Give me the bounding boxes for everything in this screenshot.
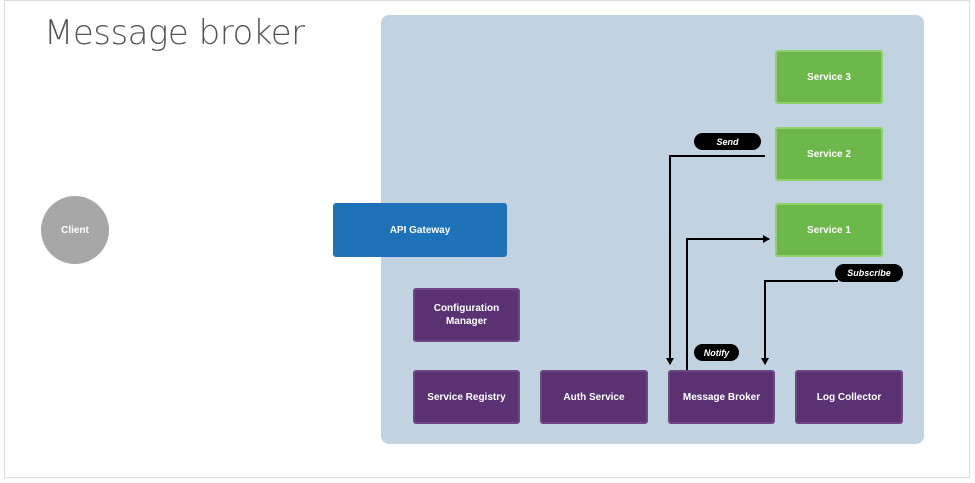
service1-node: Service 1 [775, 203, 883, 257]
service-registry-node: Service Registry [413, 370, 520, 424]
log-collector-node: Log Collector [795, 370, 903, 424]
service2-node: Service 2 [775, 127, 883, 181]
service3-node: Service 3 [775, 50, 883, 104]
auth-service-node: Auth Service [540, 370, 648, 424]
client-node: Client [41, 196, 109, 264]
notify-arrow [686, 235, 770, 370]
subscribe-label: Subscribe [835, 264, 903, 282]
notify-label: Notify [694, 344, 739, 361]
configuration-manager-node: Configuration Manager [413, 288, 520, 342]
message-broker-node: Message Broker [668, 370, 775, 424]
api-gateway-node: API Gateway [333, 203, 507, 257]
send-arrow [666, 155, 765, 365]
send-label: Send [694, 133, 761, 150]
subscribe-arrow [761, 280, 838, 365]
page-title: Message broker [44, 13, 305, 53]
